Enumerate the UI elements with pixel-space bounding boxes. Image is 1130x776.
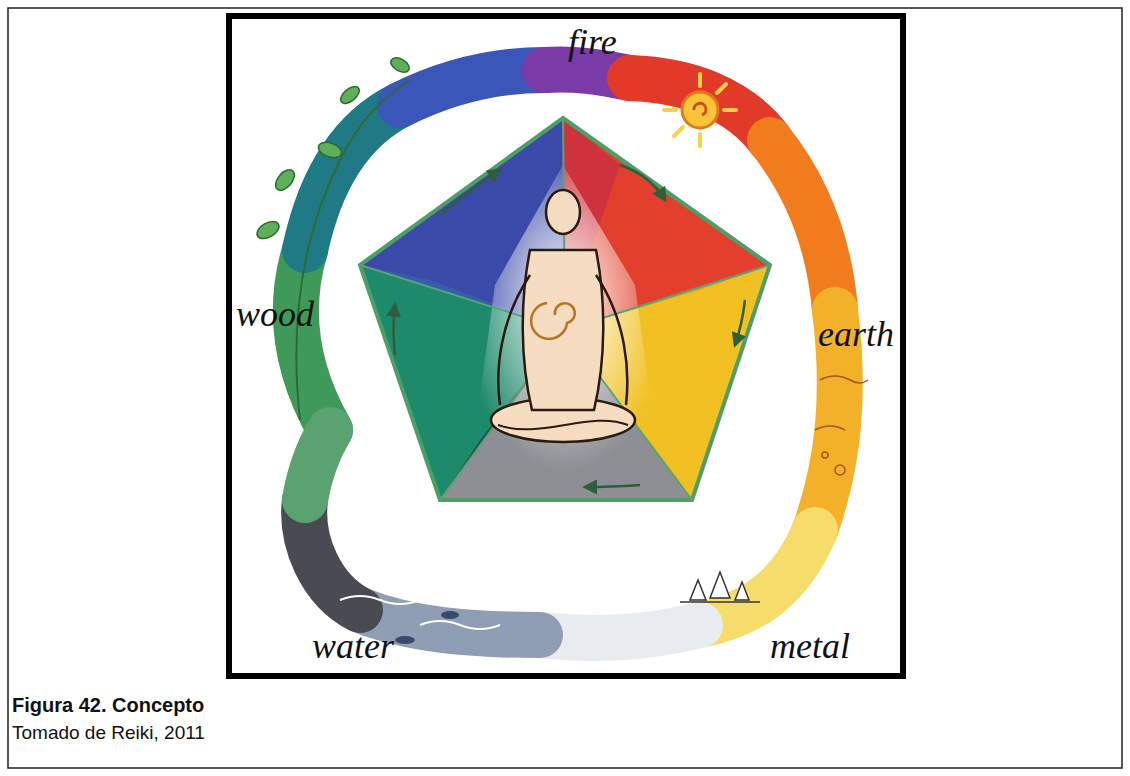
element-label: water xyxy=(312,628,394,664)
element-label: metal xyxy=(770,628,850,664)
element-label: earth xyxy=(818,316,894,352)
element-label: fire xyxy=(568,24,617,60)
element-label: wood xyxy=(236,296,314,332)
figure-caption: Figura 42. Concepto xyxy=(12,694,204,717)
source-note: Tomado de Reiki, 2011 xyxy=(12,722,205,744)
